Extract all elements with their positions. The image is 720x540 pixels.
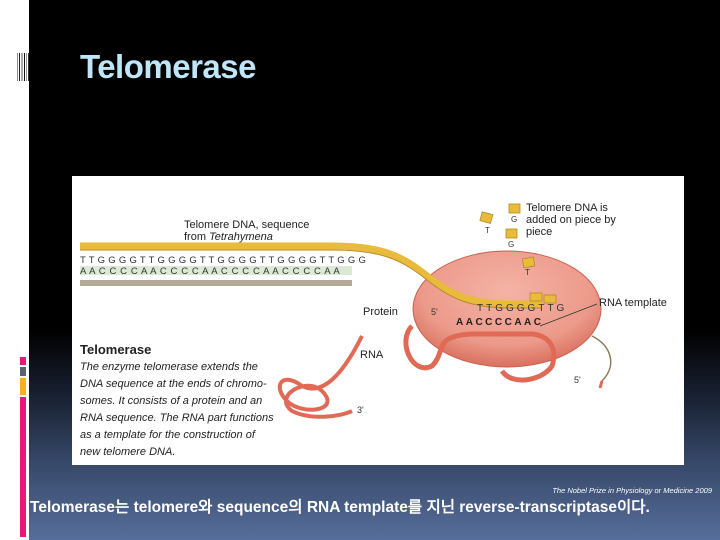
added-piece-label: Telomere DNA is added on piece by piece xyxy=(526,202,616,238)
slide-caption: Telomerase는 telomere와 sequence의 RNA temp… xyxy=(30,499,650,516)
svg-text:G: G xyxy=(511,215,517,224)
decorative-barcode-icon xyxy=(17,53,30,81)
accent-bar-gray xyxy=(20,367,26,376)
bound-dna-sequence: TTGGGGTTG xyxy=(477,303,568,314)
rna-strand-left xyxy=(277,335,364,419)
rna-template-sequence: AACCCCAAC xyxy=(456,317,544,328)
label-3prime-rna: 3' xyxy=(357,405,364,415)
description-line: RNA sequence. The RNA part functions xyxy=(80,412,274,424)
dna-backbone-top xyxy=(80,242,542,308)
dna-label: Telomere DNA, sequence from Tetrahymena xyxy=(184,219,310,243)
image-credit: The Nobel Prize in Physiology or Medicin… xyxy=(552,486,712,495)
label-protein: Protein xyxy=(363,306,398,318)
loose-nucleotide-t2 xyxy=(521,256,536,269)
complementary-strand-highlight xyxy=(80,266,352,275)
dna-backbone-bottom xyxy=(80,280,352,286)
rna-strand-right xyxy=(591,335,612,382)
slide-title: Telomerase xyxy=(80,48,256,85)
description-line: somes. It consists of a protein and an xyxy=(80,395,263,407)
top-strand-sequence: T T G G G G T T G G G G T T G G G G T T … xyxy=(80,255,367,266)
label-5prime-dna: 5' xyxy=(431,307,438,317)
description-line: The enzyme telomerase extends the xyxy=(80,361,258,373)
svg-text:T: T xyxy=(485,226,490,235)
label-rna: RNA xyxy=(360,349,384,361)
accent-bar-pink-small xyxy=(20,357,26,365)
description-line: new telomere DNA. xyxy=(80,446,176,458)
loose-nucleotide-g2 xyxy=(505,228,518,239)
telomerase-figure: T G G T Telomere DNA, sequence from Tetr… xyxy=(72,176,684,465)
description-line: DNA sequence at the ends of chromo- xyxy=(80,378,267,390)
svg-text:T: T xyxy=(525,268,530,277)
loose-nucleotide-g1 xyxy=(508,203,521,214)
svg-text:G: G xyxy=(508,240,514,249)
accent-bar-orange xyxy=(20,378,26,395)
description-box: Telomerase The enzyme telomerase extends… xyxy=(80,342,310,461)
accent-bar-pink-long xyxy=(20,397,26,537)
bottom-strand-sequence: A A C C C C A A C C C C A A C C C C A A … xyxy=(80,266,341,277)
rna-loop xyxy=(403,324,557,383)
description-line: as a template for the construction of xyxy=(80,429,255,441)
telomerase-diagram: T G G T xyxy=(80,203,612,419)
loose-nucleotide-t1 xyxy=(479,211,494,224)
protein-body xyxy=(412,250,602,368)
label-5prime-rna: 5' xyxy=(574,375,581,385)
description-title: Telomerase xyxy=(80,342,152,357)
label-rna-template: RNA template xyxy=(599,297,667,309)
